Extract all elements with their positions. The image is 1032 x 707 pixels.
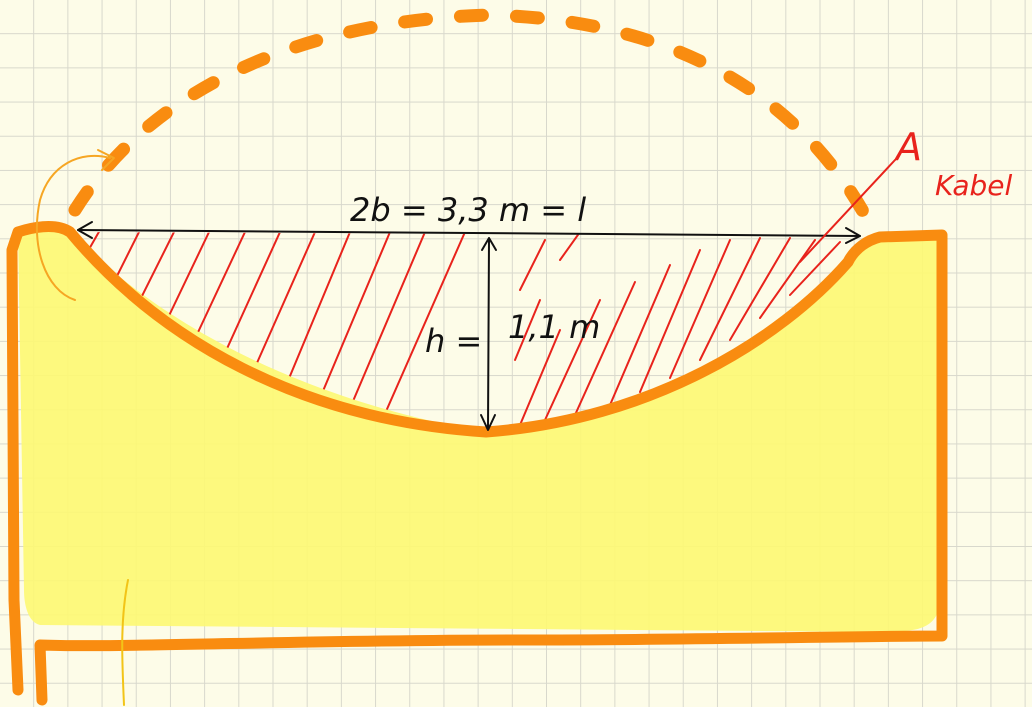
depth-value: 1,1 m [508, 308, 600, 346]
depth-arrow [480, 237, 497, 431]
area-symbol: A [893, 125, 922, 169]
area-pointer-line [799, 159, 896, 263]
area-subscript: Kabel [935, 169, 1013, 202]
trench-fill [18, 225, 945, 632]
yellow-stroke [121, 579, 129, 706]
span-arrow [77, 221, 861, 244]
cable-area-hatching [70, 232, 841, 426]
span-label: 2b = 3,3 m = l [350, 191, 586, 229]
depth-symbol: h = [425, 322, 482, 360]
rotation-arrow-head [97, 149, 115, 171]
dashed-flip-arc [68, 8, 872, 222]
trench-outline [6, 221, 948, 706]
rotation-arrow [36, 154, 111, 301]
